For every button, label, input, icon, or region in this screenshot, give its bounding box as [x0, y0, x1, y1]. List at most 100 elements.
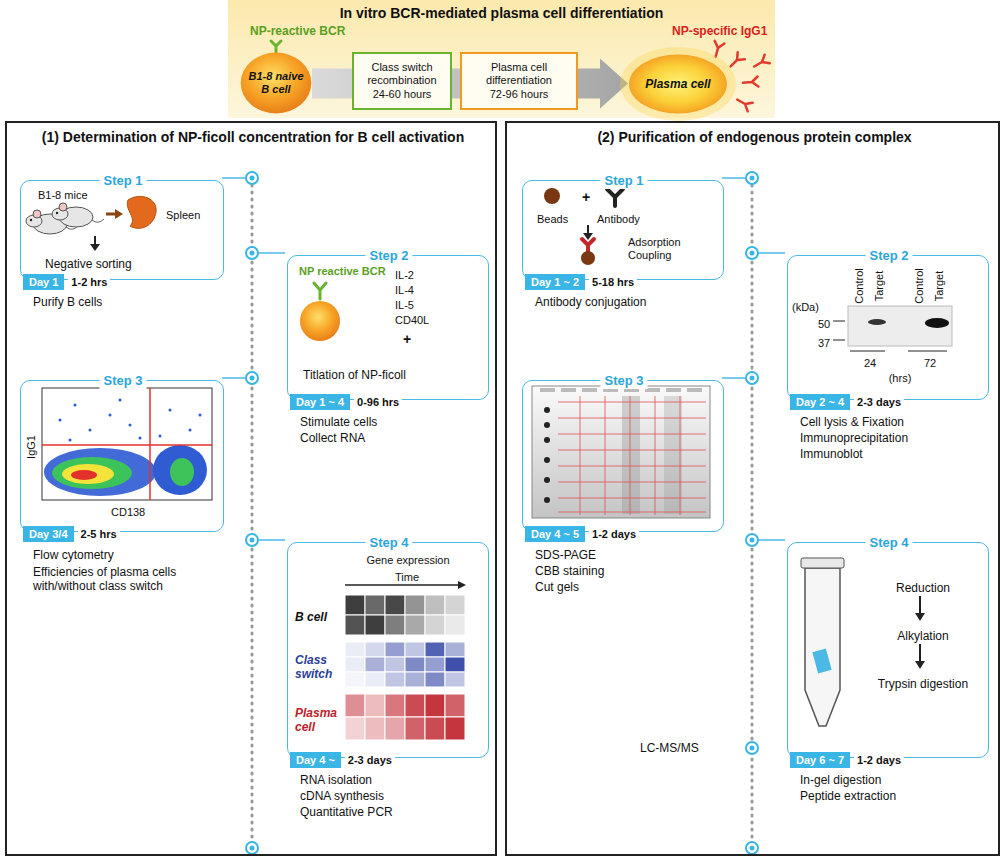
drawing-shape — [582, 388, 597, 392]
drawing-shape — [758, 539, 785, 541]
node-text: 72-96 hours — [490, 88, 549, 101]
heatmap-cell — [365, 657, 385, 672]
node-text: Immunoblot — [800, 447, 863, 461]
drawing-shape — [750, 746, 755, 751]
step-box: Step 3Day 4 ~ 51-2 daysSDS-PAGECBB stain… — [522, 380, 724, 532]
node-text: Class switch recombination — [357, 61, 447, 87]
node-text: Beads — [537, 213, 568, 226]
step-label: Step 1 — [600, 173, 647, 189]
drawing-shape — [458, 581, 466, 589]
node-text: Target — [873, 271, 886, 302]
day-tab: Day 4 ~ 5 — [525, 526, 585, 542]
drawing-shape — [915, 661, 925, 669]
plasma-glow — [620, 47, 736, 121]
brown-arrow — [106, 209, 123, 219]
heatmap-cell — [425, 657, 445, 672]
heatmap-cell — [425, 615, 445, 635]
node-text: (kDa) — [792, 301, 819, 314]
node-text: + — [582, 189, 590, 206]
duration-text: 5-18 hrs — [589, 276, 637, 288]
drawing-shape — [666, 388, 681, 392]
drawing-shape — [722, 177, 746, 179]
bead-icon — [581, 251, 595, 265]
drawing-shape — [750, 176, 755, 181]
panel-heading: (2) Purification of endogenous protein c… — [517, 129, 992, 146]
drawing-shape — [746, 842, 758, 854]
duration-text: 0-96 hrs — [354, 396, 402, 408]
drawing-shape — [149, 388, 151, 500]
drawing-shape — [92, 219, 104, 222]
duration-text: 1-2 days — [589, 528, 639, 540]
node-text: Plasma cell — [295, 706, 345, 735]
heatmap-cell — [445, 657, 465, 672]
drawing-shape — [90, 244, 100, 251]
drawing-shape — [251, 178, 254, 848]
node-text: Antibody conjugation — [535, 295, 646, 309]
drawing-shape — [664, 396, 682, 514]
drawing-shape — [59, 419, 62, 422]
panel: (1) Determination of NP-ficoll concentra… — [5, 121, 497, 856]
heatmap-cell — [345, 694, 365, 717]
drawing-shape — [222, 178, 785, 540]
day-tab: Day 4 ~ — [290, 752, 341, 768]
panel-heading: (1) Determination of NP-ficoll concentra… — [17, 129, 489, 146]
drawing-shape — [30, 219, 32, 221]
heatmap — [345, 595, 465, 740]
drawing-shape — [743, 76, 759, 87]
bead-icon — [544, 188, 560, 204]
node-text: CD40L — [395, 314, 429, 327]
heatmap-cell — [365, 694, 385, 717]
drawing-shape — [624, 388, 639, 392]
drawing-shape — [833, 321, 845, 322]
heatmap-cell — [445, 615, 465, 635]
node-text: Peptide extraction — [800, 789, 896, 803]
drawing-shape — [250, 376, 255, 381]
duration-text: 1-2 days — [854, 754, 904, 766]
drawing-shape — [189, 429, 192, 432]
label-text: NP-specific IgG1 — [672, 24, 767, 38]
heatmap-cell — [425, 717, 445, 740]
node-text: Quantitative PCR — [300, 805, 393, 819]
drawing-shape — [687, 388, 702, 392]
node-text: RNA isolation — [300, 773, 372, 787]
cell-shape — [629, 55, 727, 114]
heatmap-cell — [385, 672, 405, 687]
drawing-shape — [544, 497, 550, 503]
heatmap-cell — [445, 672, 465, 687]
down-arrow — [90, 236, 100, 251]
node-text: 50 — [818, 318, 830, 331]
drawing-shape — [129, 424, 132, 427]
drawing-shape — [743, 76, 759, 87]
node-text: Control — [853, 268, 866, 303]
day-tab: Day 1 ~ 4 — [290, 394, 350, 410]
heatmap-cell — [345, 657, 365, 672]
drawing-shape — [758, 252, 785, 254]
step-label: Step 4 — [365, 535, 412, 551]
duration-text: 2-3 days — [345, 754, 395, 766]
heatmap-cell — [405, 595, 425, 615]
drawing-shape — [750, 251, 755, 256]
tube-icon — [801, 558, 844, 726]
node-text: + — [403, 331, 411, 348]
drawing-shape — [750, 538, 755, 543]
drawing-shape — [587, 225, 589, 234]
drawing-shape — [735, 95, 753, 111]
heatmap-cell — [345, 672, 365, 687]
drawing-shape — [139, 437, 142, 440]
time-row: Day 2 ~ 42-3 days — [790, 394, 904, 410]
drawing-shape — [246, 172, 758, 854]
down-arrow — [915, 596, 925, 621]
drawing-shape — [805, 568, 840, 726]
drawing-shape — [33, 210, 41, 218]
heatmap-cell — [425, 595, 445, 615]
node-text: B cell — [295, 610, 345, 624]
drawing-shape — [722, 377, 746, 379]
heatmap-cell — [405, 657, 425, 672]
heatmap-cell — [385, 642, 405, 657]
heatmap-cell — [405, 642, 425, 657]
drawing-shape — [170, 458, 194, 486]
drawing-shape — [540, 388, 555, 392]
drawing-shape — [735, 95, 753, 111]
drawing-shape — [630, 396, 631, 515]
node-text: IL-4 — [395, 284, 414, 297]
